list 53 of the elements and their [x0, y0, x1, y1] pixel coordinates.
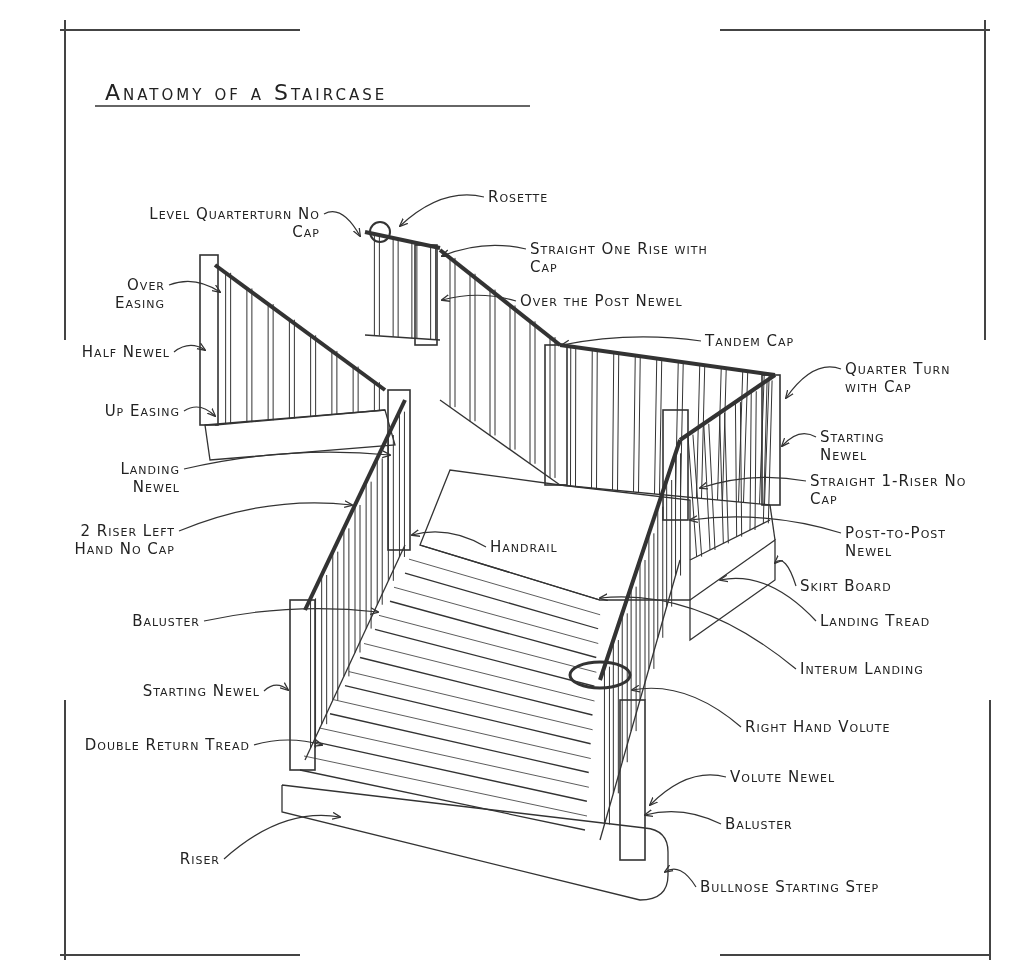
leader-line	[173, 342, 207, 353]
leader-line	[688, 515, 842, 534]
part-label: Starting Newel	[90, 682, 260, 700]
leader-line	[203, 607, 380, 622]
part-label: 2 Riser Left Hand No Cap	[65, 522, 175, 558]
part-label: Up Easing	[65, 402, 180, 420]
leader-line	[630, 685, 742, 728]
part-label: Right Hand Volute	[745, 718, 975, 736]
part-label: Post-to-Post Newel	[845, 524, 985, 560]
part-label: Bullnose Starting Step	[700, 878, 970, 896]
leader-line	[698, 476, 807, 490]
part-label: Starting Newel	[820, 428, 930, 464]
leader-line	[410, 529, 487, 548]
leader-line	[780, 432, 817, 448]
part-label: Double Return Tread	[80, 736, 250, 754]
part-label: Riser	[150, 850, 220, 868]
part-label: Over the Post Newel	[520, 292, 720, 310]
part-label: Baluster	[725, 815, 835, 833]
part-label: Interum Landing	[800, 660, 970, 678]
leader-line	[223, 812, 342, 860]
title: Anatomy of a Staircase	[105, 80, 388, 105]
part-label: Skirt Board	[800, 577, 920, 595]
leader-line	[648, 774, 727, 807]
leader-line	[263, 682, 290, 692]
leader-line	[398, 194, 485, 228]
part-label: Landing Newel	[70, 460, 180, 496]
part-label: Baluster	[100, 612, 200, 630]
leader-line	[323, 211, 362, 238]
leader-line	[440, 244, 527, 258]
leader-line	[718, 574, 817, 622]
part-label: Volute Newel	[730, 768, 880, 786]
leader-line	[440, 294, 517, 303]
part-label: Handrail	[490, 538, 600, 556]
leader-line	[643, 809, 722, 825]
part-label: Rosette	[488, 188, 578, 206]
part-label: Half Newel	[60, 343, 170, 361]
part-label: Landing Tread	[820, 612, 970, 630]
leader-line	[560, 336, 702, 348]
part-label: Over Easing	[80, 276, 165, 312]
part-label: Straight One Rise with Cap	[530, 240, 710, 276]
part-label: Tandem Cap	[705, 332, 835, 350]
leader-line	[598, 593, 797, 670]
leader-line	[663, 864, 697, 888]
part-label: Quarter Turn with Cap	[845, 360, 955, 396]
leader-line	[178, 500, 354, 532]
leader-line	[183, 450, 392, 470]
leader-line	[253, 739, 324, 747]
leader-line	[784, 366, 842, 400]
leader-line	[168, 280, 222, 294]
part-label: Straight 1-Riser No Cap	[810, 472, 980, 508]
part-label: Level Quarterturn No Cap	[140, 205, 320, 241]
leader-line	[773, 555, 797, 587]
leader-line	[183, 406, 217, 418]
